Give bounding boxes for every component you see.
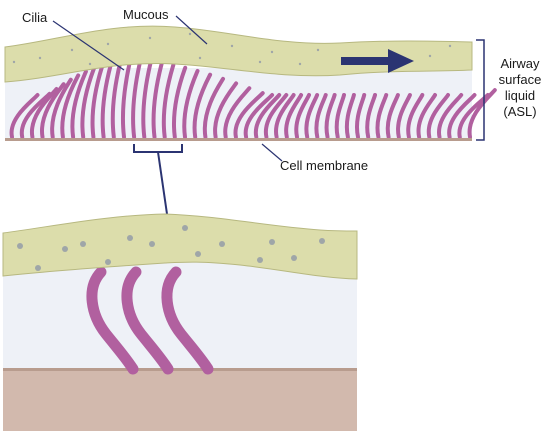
zoom-cilium (161, 266, 214, 375)
mucous-layer (4, 25, 473, 83)
cilium (396, 93, 412, 139)
cilium (70, 69, 88, 139)
mucous-particle (291, 255, 297, 261)
cilium (80, 66, 96, 139)
label-leaders (52, 15, 283, 162)
zoom-cell-membrane (3, 368, 357, 371)
cilium (172, 65, 188, 139)
cilium (294, 93, 311, 139)
mucous-particle (198, 56, 202, 60)
zoom-cell-surface (3, 370, 357, 431)
cilium (253, 93, 282, 139)
cilium (355, 93, 367, 139)
cilium (233, 91, 265, 139)
zoom-cilium (121, 266, 174, 375)
cilium (385, 93, 400, 139)
mucous-particle (149, 241, 155, 247)
asl-label: Airway surface liquid (ASL) (499, 56, 542, 119)
mucous-particle (257, 257, 263, 263)
mucous-particle (12, 60, 16, 64)
mucous-particles (12, 32, 452, 66)
cilium (182, 69, 200, 139)
cilium (40, 82, 66, 139)
cilium (19, 91, 52, 139)
cilium (406, 93, 425, 139)
mucous-particle (258, 60, 262, 64)
cilium (161, 63, 176, 139)
mucous-particle (230, 44, 234, 48)
mucous-particle (448, 44, 452, 48)
cilium (274, 93, 296, 139)
zoom-mucous-layer (2, 213, 358, 280)
mucous-particle (148, 36, 152, 40)
mucous-particle (88, 62, 92, 66)
mucous-particle (319, 238, 325, 244)
cilium (263, 93, 289, 139)
zoom-mucous-particles (17, 225, 325, 271)
cilium (314, 93, 328, 139)
top-panel (4, 25, 497, 141)
cilium (304, 93, 320, 139)
mucous-particle (195, 251, 201, 257)
cilium (141, 59, 153, 139)
cilium (447, 93, 477, 139)
mucous-particle (269, 239, 275, 245)
cilium (30, 87, 59, 139)
cilium (243, 93, 275, 139)
mucous-particle (298, 62, 302, 66)
mucous-particle (38, 56, 42, 60)
mucous-label: Mucous (123, 7, 169, 22)
asl-label-line: (ASL) (503, 104, 536, 119)
mucous-particle (270, 50, 274, 54)
asl-bracket (476, 39, 485, 141)
cilium (151, 61, 164, 139)
zoom-liquid-layer (3, 258, 357, 373)
cilium (50, 77, 73, 139)
zoom-cilium (86, 266, 139, 375)
cilium (223, 86, 252, 139)
cilium (9, 93, 40, 139)
zoom-cilia-group (86, 266, 214, 375)
mucous-particle (70, 48, 74, 52)
asl-label-line: surface (499, 72, 542, 87)
zoom-bracket (133, 144, 183, 215)
mucous-particle (17, 243, 23, 249)
mucous-particle (35, 265, 41, 271)
cilia-label: Cilia (22, 10, 48, 25)
right-arrow-icon (341, 49, 414, 73)
cell-membrane (5, 138, 472, 141)
cilium (437, 93, 464, 139)
mucous-particle (219, 241, 225, 247)
cilium (202, 76, 225, 139)
mucous-particle (106, 42, 110, 46)
asl-label-line: Airway (500, 56, 540, 71)
cilium (344, 93, 356, 139)
cilium (60, 73, 81, 139)
mucous-particle (182, 225, 188, 231)
cilium (416, 93, 437, 139)
cell-membrane-label: Cell membrane (280, 158, 368, 173)
cilium (467, 88, 497, 139)
mucous-particle (127, 235, 133, 241)
mucous-particle (62, 246, 68, 252)
cilium (365, 93, 377, 139)
cilium (324, 93, 337, 139)
cilium (213, 81, 239, 139)
cilium (334, 93, 346, 139)
asl-label-line: liquid (505, 88, 535, 103)
cilium (192, 72, 213, 139)
mucous-particle (316, 48, 320, 52)
zoom-panel (2, 213, 358, 431)
mucous-particle (105, 259, 111, 265)
cilium (375, 93, 389, 139)
mucous-particle (428, 54, 432, 58)
cilium (426, 93, 450, 139)
mucous-particle (188, 32, 192, 36)
cilium (284, 93, 304, 139)
mucous-particle (80, 241, 86, 247)
